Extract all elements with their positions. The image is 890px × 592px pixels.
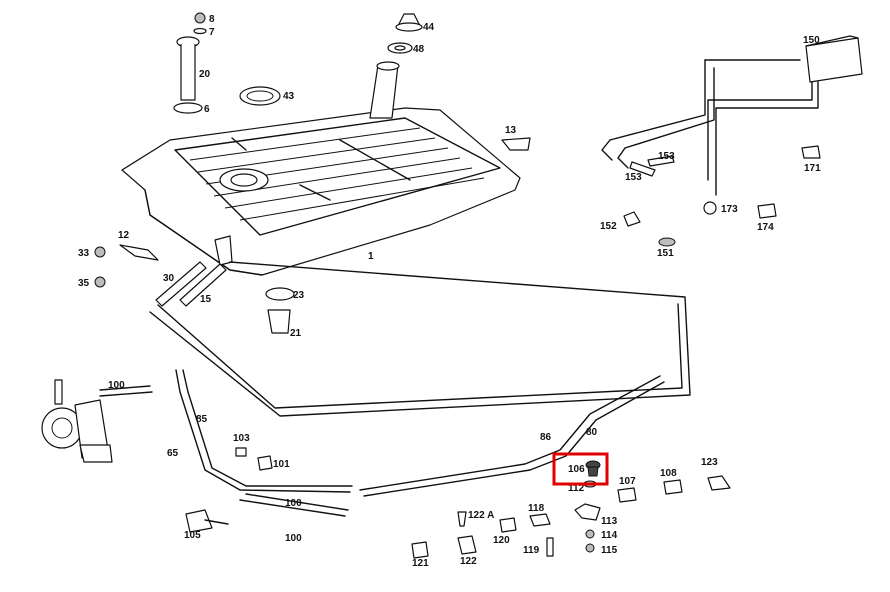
callout-105: 105 xyxy=(184,530,201,541)
callout-100c: 100 xyxy=(285,533,302,544)
callout-153a: 153 xyxy=(658,151,675,162)
seal-23 xyxy=(265,287,295,301)
clip-118 xyxy=(529,513,551,527)
fuel-filter-105 xyxy=(185,509,213,533)
callout-123: 123 xyxy=(701,457,718,468)
screw-122a xyxy=(457,511,467,527)
callout-152: 152 xyxy=(600,221,617,232)
clip-103 xyxy=(235,447,247,457)
fuel-tank xyxy=(121,61,521,276)
washer-33 xyxy=(94,246,106,258)
callout-80: 80 xyxy=(586,427,598,438)
callout-12: 12 xyxy=(118,230,130,241)
callout-112: 112 xyxy=(568,483,585,494)
callout-120: 120 xyxy=(493,535,510,546)
filler-grommet xyxy=(239,86,281,106)
fuel-pump xyxy=(41,379,113,463)
washer-114 xyxy=(585,529,595,539)
callout-65: 65 xyxy=(167,448,179,459)
callout-13: 13 xyxy=(505,125,517,136)
callout-21: 21 xyxy=(290,328,302,339)
clip-120 xyxy=(499,517,517,533)
callout-8: 8 xyxy=(209,14,215,25)
hose-30 xyxy=(155,261,207,307)
clip-106 xyxy=(585,460,601,477)
callout-122: 122 xyxy=(460,556,477,567)
callout-20: 20 xyxy=(199,69,211,80)
callout-85: 85 xyxy=(196,414,208,425)
callout-44: 44 xyxy=(423,22,435,33)
bracket-13 xyxy=(501,137,531,151)
screw-119 xyxy=(546,537,554,557)
callout-122a: 122 A xyxy=(468,510,494,521)
callout-171: 171 xyxy=(804,163,821,174)
callout-118: 118 xyxy=(528,503,545,514)
bracket-113 xyxy=(574,503,601,521)
expansion-tank xyxy=(601,35,863,247)
callout-113: 113 xyxy=(601,516,618,527)
callout-23: 23 xyxy=(293,290,305,301)
callout-labels: 8 7 20 6 44 48 43 13 150 153 153 171 173… xyxy=(78,14,821,569)
strainer-21 xyxy=(267,309,291,334)
callout-150: 150 xyxy=(803,35,820,46)
clip-108 xyxy=(663,479,683,495)
clip-121 xyxy=(411,541,429,559)
callout-114: 114 xyxy=(601,530,618,541)
callout-33: 33 xyxy=(78,248,90,259)
callout-15: 15 xyxy=(200,294,212,305)
hose-15 xyxy=(179,263,227,307)
nut-115 xyxy=(585,543,595,553)
callout-43: 43 xyxy=(283,91,295,102)
callout-108: 108 xyxy=(660,468,677,479)
callout-115: 115 xyxy=(601,545,618,556)
callout-1: 1 xyxy=(368,251,374,262)
callout-151: 151 xyxy=(657,248,674,259)
bracket-123 xyxy=(707,475,731,491)
callout-103: 103 xyxy=(233,433,250,444)
callout-107: 107 xyxy=(619,476,636,487)
callout-86: 86 xyxy=(540,432,552,443)
callout-100b: 100 xyxy=(285,498,302,509)
bracket-122 xyxy=(457,535,477,555)
callout-174: 174 xyxy=(757,222,774,233)
callout-35: 35 xyxy=(78,278,90,289)
callout-119: 119 xyxy=(523,545,540,556)
tank-strap-12 xyxy=(119,244,159,261)
clip-107 xyxy=(617,487,637,503)
nut-35 xyxy=(94,276,106,288)
highlight-box-106 xyxy=(552,452,609,486)
callout-48: 48 xyxy=(413,44,425,55)
callout-100a: 100 xyxy=(108,380,125,391)
callout-7: 7 xyxy=(209,27,215,38)
callout-6: 6 xyxy=(204,104,210,115)
fuel-lines xyxy=(99,261,691,517)
fuel-sender-unit xyxy=(173,12,207,114)
clip-101 xyxy=(257,455,273,471)
callout-30: 30 xyxy=(163,273,175,284)
callout-106: 106 xyxy=(568,464,585,475)
callout-153b: 153 xyxy=(625,172,642,183)
filler-cap xyxy=(387,13,423,54)
callout-101: 101 xyxy=(273,459,290,470)
callout-173: 173 xyxy=(721,204,738,215)
callout-121: 121 xyxy=(412,558,429,569)
